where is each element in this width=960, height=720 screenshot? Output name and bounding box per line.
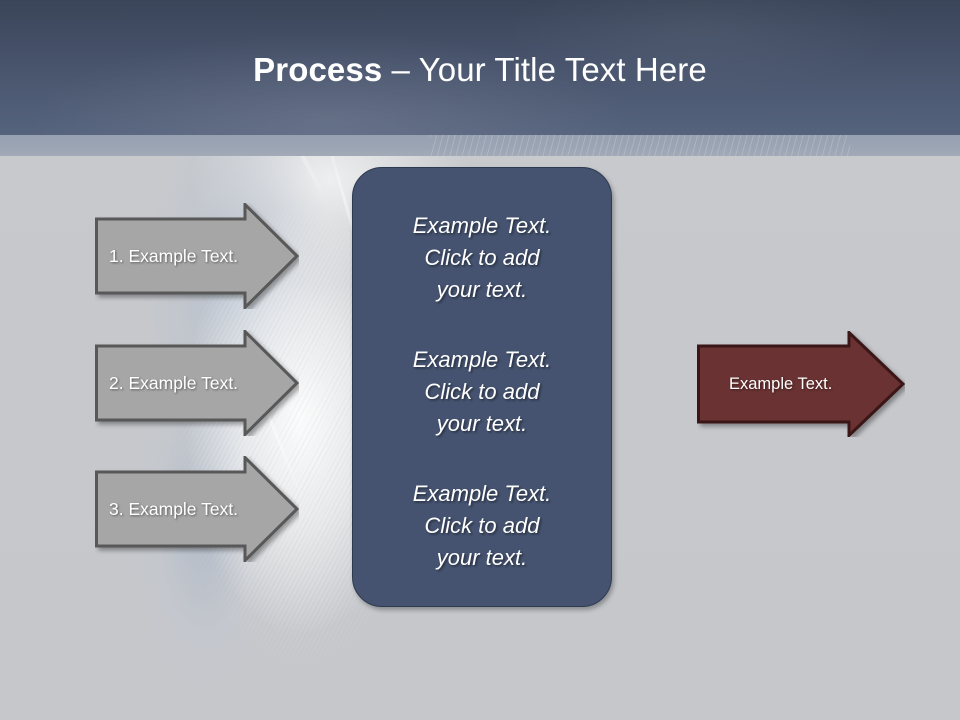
page-title: Process – Your Title Text Here [0,50,960,90]
process-step-arrow-3[interactable]: 3. Example Text. [95,453,300,565]
title-bar-sheen [0,0,960,135]
process-step-arrow-3-shape [95,453,300,565]
center-panel-paragraph-2: Example Text. Click to add your text. [412,347,552,436]
process-step-arrow-1-shape [95,200,300,312]
center-panel-paragraph-3: Example Text. Click to add your text. [412,481,552,570]
title-bar [0,0,960,135]
center-panel-paragraph-1: Example Text. Click to add your text. [412,213,552,302]
result-arrow-shape [697,328,906,440]
result-arrow[interactable]: Example Text. [697,328,906,440]
process-step-arrow-2[interactable]: 2. Example Text. [95,327,300,439]
accent-band [0,135,960,156]
page-title-strong: Process [253,51,383,88]
process-step-arrow-2-shape [95,327,300,439]
accent-band-texture [430,135,850,156]
page-title-light: – Your Title Text Here [382,51,707,88]
process-step-arrow-1[interactable]: 1. Example Text. [95,200,300,312]
center-content-panel[interactable]: Example Text. Click to add your text. Ex… [352,167,612,607]
